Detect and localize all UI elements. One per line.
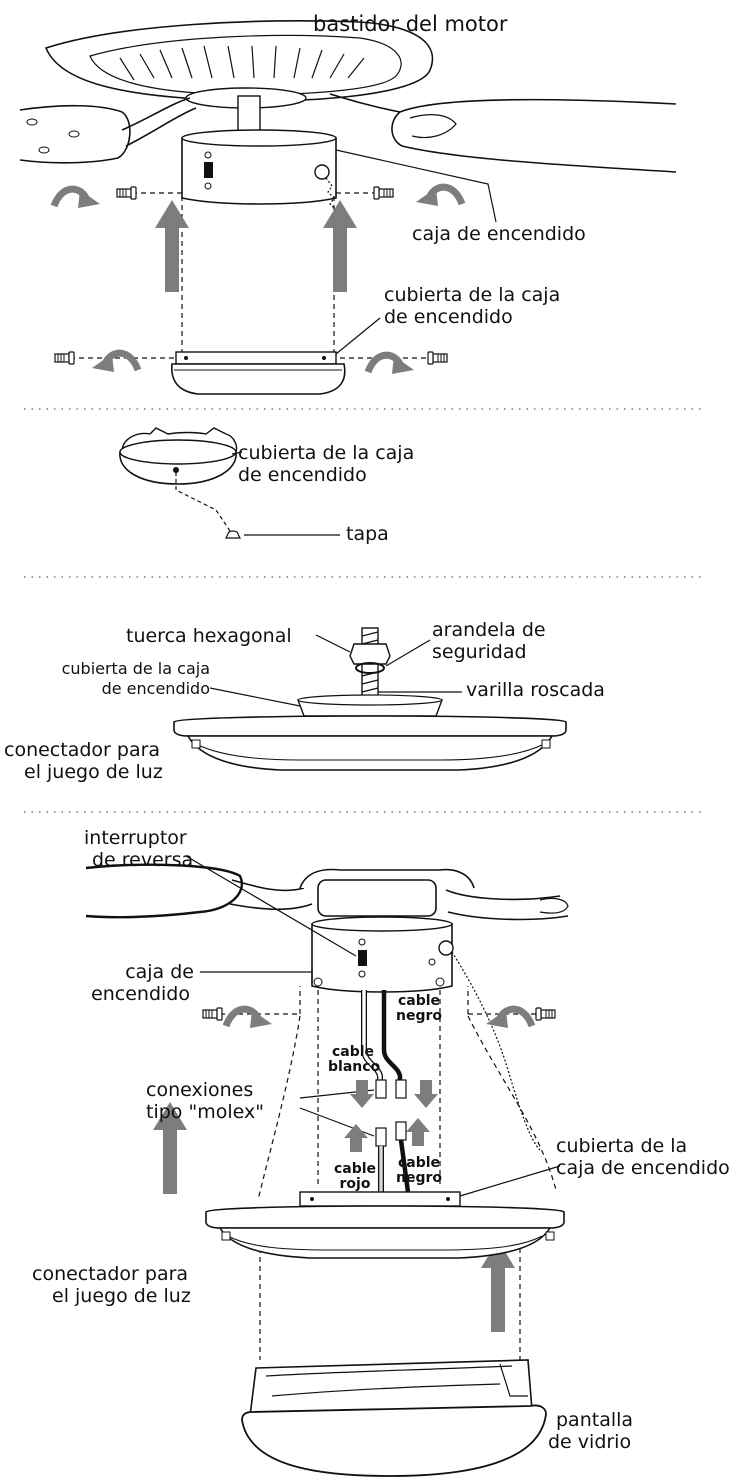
- fan-blade-left: [19, 97, 197, 164]
- label-black-wire-top-b: negro: [395, 1008, 442, 1024]
- label-glass-shade-b: de vidrio: [548, 1431, 632, 1453]
- switch-housing: [181, 129, 337, 211]
- label-switch-housing: caja de encendido: [412, 223, 586, 245]
- label-switch-housing-cover-1b: de encendido: [384, 306, 513, 328]
- panel-1-art: [19, 20, 677, 395]
- label-molex-b: tipo "molex": [146, 1101, 264, 1123]
- panel-4-art: [85, 855, 569, 1477]
- fan-blade-right: [329, 93, 677, 173]
- label-switch-housing-cover-2b: de encendido: [238, 464, 367, 486]
- label-glass-shade-a: pantalla: [556, 1409, 634, 1431]
- label-switch-housing-cover-3a: cubierta de la caja: [61, 659, 210, 678]
- label-molex-a: conexiones: [146, 1079, 254, 1101]
- label-white-wire-b: blanco: [328, 1059, 381, 1075]
- label-light-kit-connector-4a: conectador para: [32, 1263, 189, 1285]
- label-white-wire-a: cable: [331, 1044, 375, 1060]
- label-lock-washer-a: arandela de: [432, 619, 546, 641]
- label-cap: tapa: [346, 523, 389, 545]
- label-switch-housing-cover-1a: cubierta de la caja: [384, 284, 561, 306]
- label-hex-nut: tuerca hexagonal: [126, 625, 292, 647]
- label-switch-housing-cover-2a: cubierta de la caja: [238, 442, 415, 464]
- label-threaded-rod: varilla roscada: [466, 679, 605, 701]
- label-motor-housing: bastidor del motor: [313, 12, 508, 36]
- label-switch-housing-4a: caja de: [125, 961, 194, 983]
- label-black-wire-top-a: cable: [397, 993, 441, 1009]
- label-switch-housing-cover-3b: de encendido: [101, 679, 210, 698]
- label-light-kit-connector-4b: el juego de luz: [52, 1285, 191, 1307]
- label-light-kit-connector-3a: conectador para: [4, 739, 161, 761]
- switch-housing-cover: [171, 351, 346, 395]
- label-switch-housing-cover-4b: caja de encendido: [556, 1157, 730, 1179]
- panel-3-art: [173, 627, 567, 771]
- label-switch-housing-cover-4a: cubierta de la: [556, 1135, 688, 1157]
- label-light-kit-connector-3b: el juego de luz: [24, 761, 163, 783]
- label-lock-washer-b: seguridad: [432, 641, 527, 663]
- label-switch-housing-4b: encendido: [91, 983, 190, 1005]
- label-reverse-switch-b: de reversa: [92, 849, 194, 871]
- label-red-wire-b: rojo: [339, 1176, 371, 1192]
- label-reverse-switch-a: interruptor: [84, 827, 187, 849]
- panel-2-art: [119, 427, 340, 539]
- label-red-wire-a: cable: [333, 1161, 377, 1177]
- label-black-wire-bottom-a: cable: [397, 1155, 441, 1171]
- motor-housing: [44, 20, 434, 109]
- label-black-wire-bottom-b: negro: [395, 1170, 442, 1186]
